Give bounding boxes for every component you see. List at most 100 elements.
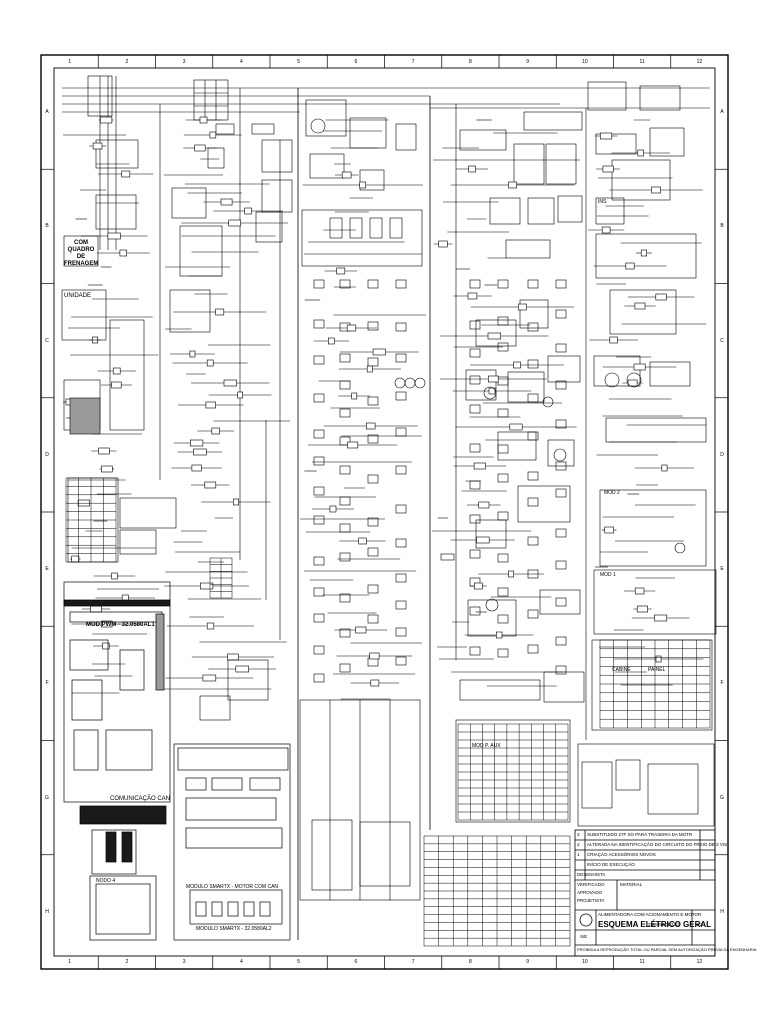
column-label: 6	[354, 59, 358, 65]
relay-coil	[395, 465, 407, 475]
relay-contact	[107, 232, 121, 240]
relay-contact	[655, 655, 662, 663]
row-label: D	[45, 451, 49, 458]
relay-coil	[395, 353, 407, 363]
relay-contact	[204, 481, 217, 489]
relay-contact	[90, 605, 102, 613]
relay-coil	[555, 636, 567, 646]
relay-coil	[339, 593, 351, 603]
relay-contact	[205, 401, 216, 409]
relay-coil	[313, 355, 325, 365]
row-label: E	[720, 566, 724, 573]
column-label: 11	[639, 959, 645, 965]
relay-contact	[495, 631, 503, 639]
relay-coil	[367, 396, 379, 406]
relay-coil	[367, 321, 379, 331]
relay-contact	[227, 653, 239, 661]
relay-coil	[469, 348, 481, 358]
relay-coil	[313, 556, 325, 566]
relay-contact	[369, 652, 380, 660]
relay-coil	[313, 429, 325, 439]
relay-contact	[476, 536, 490, 544]
relay-coil	[497, 473, 509, 483]
relay-contact	[509, 423, 523, 431]
relay-contact	[190, 439, 204, 447]
column-label: 1	[68, 59, 72, 65]
relay-contact	[121, 170, 131, 178]
relay-contact	[651, 186, 661, 194]
column-label: 11	[639, 59, 645, 65]
relay-coil	[339, 408, 351, 418]
relay-contact	[202, 674, 217, 682]
relay-coil	[527, 609, 539, 619]
relay-coil	[469, 320, 481, 330]
row-label: B	[720, 223, 724, 230]
row-label: F	[720, 680, 724, 687]
relay-contact	[358, 537, 367, 545]
relay-contact	[351, 392, 358, 400]
relay-contact	[336, 267, 346, 275]
relay-contact	[640, 249, 648, 257]
column-label: 10	[582, 59, 588, 65]
column-label: 2	[125, 59, 129, 65]
relay-contact	[223, 379, 237, 387]
motor-symbols	[310, 118, 686, 612]
mod-pwm-label: MOD.PWM - 32.0580AL1	[86, 622, 155, 628]
relay-coil	[469, 646, 481, 656]
relay-coil	[497, 614, 509, 624]
relay-coil	[497, 648, 509, 658]
mod-2-label: MOD 2	[604, 490, 620, 496]
relay-coil	[555, 528, 567, 538]
relay-contact	[655, 293, 667, 301]
relay-coil	[555, 380, 567, 390]
relay-coil	[339, 552, 351, 562]
relay-coil	[313, 319, 325, 329]
relay-contact	[488, 387, 496, 395]
relay-contact	[101, 620, 113, 628]
column-label: 4	[239, 959, 243, 965]
relay-coil	[469, 606, 481, 616]
drawn-by-label: DESENHISTA	[577, 872, 606, 877]
row-label: D	[720, 451, 724, 458]
relay-contact	[206, 359, 214, 367]
column-label: 5	[297, 959, 301, 965]
relay-coil	[555, 343, 567, 353]
drawing-title: ESQUEMA ELÉTRICO GERAL	[598, 920, 712, 929]
row-label: E	[45, 566, 49, 573]
relay-coil	[527, 644, 539, 654]
relay-contact	[609, 336, 618, 344]
rev-text-0: INÍCIO DE EXECUÇÃO	[587, 862, 635, 867]
rev-text-2: ALTERADA NA IDENTIFICAÇÃO DO CIRCUITO DO…	[587, 842, 728, 847]
row-label: G	[720, 794, 724, 801]
relay-coil	[367, 434, 379, 444]
relay-coil	[339, 353, 351, 363]
relay-coil	[313, 645, 325, 655]
column-label: 7	[411, 959, 415, 965]
relay-coil	[367, 584, 379, 594]
relay-coil	[527, 359, 539, 369]
relay-coil	[339, 279, 351, 289]
relay-contact	[372, 348, 386, 356]
relay-contact	[98, 447, 110, 455]
title-block	[574, 829, 716, 957]
relay-contact	[487, 375, 499, 383]
schematic-wiring	[62, 75, 710, 940]
relay-contact	[602, 165, 614, 173]
relay-coil	[469, 549, 481, 559]
relay-contact	[92, 142, 103, 150]
relay-coil	[395, 573, 407, 583]
lower-relay-columns	[199, 659, 421, 901]
relay-contact	[359, 181, 367, 189]
relay-coil	[395, 391, 407, 401]
relay-coil	[395, 504, 407, 514]
column-label: 6	[354, 959, 358, 965]
relay-contact	[327, 337, 335, 345]
column-label: 5	[297, 59, 301, 65]
relay-contact	[237, 391, 244, 399]
relay-coil	[527, 536, 539, 546]
relay-coil	[313, 456, 325, 466]
relay-coil	[367, 474, 379, 484]
column-label: 10	[582, 959, 588, 965]
column-label: 3	[182, 59, 186, 65]
column-label: 1	[68, 959, 72, 965]
